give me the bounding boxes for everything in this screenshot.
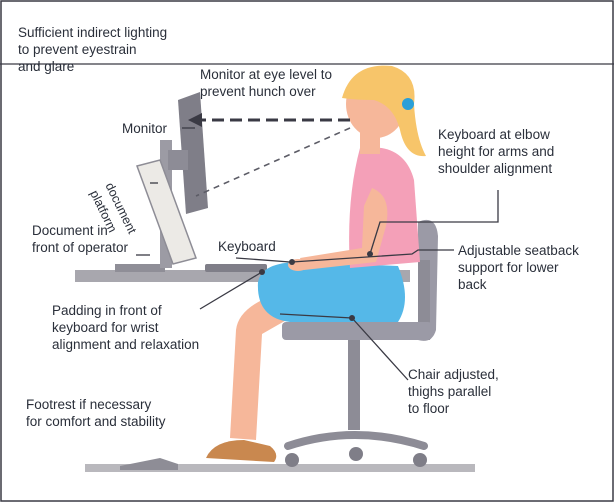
padding-label: Padding in front of keyboard for wrist a… [52, 302, 199, 353]
monitor-hinge [168, 150, 188, 170]
chair-wheel [285, 453, 299, 467]
lower-leg [230, 300, 290, 440]
arm [300, 188, 387, 270]
hair-tie [402, 98, 414, 110]
chair-seat [282, 322, 432, 340]
chair-wheel [413, 453, 427, 467]
footrest-label: Footrest if necessary for comfort and st… [26, 396, 166, 430]
keyboard-elbow-label: Keyboard at elbow height for arms and sh… [438, 126, 554, 177]
shoe [206, 440, 276, 462]
chair-column [348, 340, 360, 430]
monitor-foot [115, 264, 165, 272]
keyboard-label: Keyboard [218, 238, 276, 255]
chair-base [288, 435, 424, 446]
lighting-label: Sufficient indirect lighting to prevent … [18, 24, 167, 75]
sight-line-document [196, 128, 350, 196]
document-front-label: Document in front of operator [32, 222, 128, 256]
seatback-label: Adjustable seatback support for lower ba… [458, 242, 579, 293]
chair-wheel [349, 447, 363, 461]
monitor-eye-level-label: Monitor at eye level to prevent hunch ov… [200, 66, 332, 100]
monitor-label: Monitor [122, 120, 167, 137]
keyboard [205, 264, 267, 272]
shorts [258, 262, 405, 322]
chair-label: Chair adjusted, thighs parallel to floor [408, 366, 499, 417]
